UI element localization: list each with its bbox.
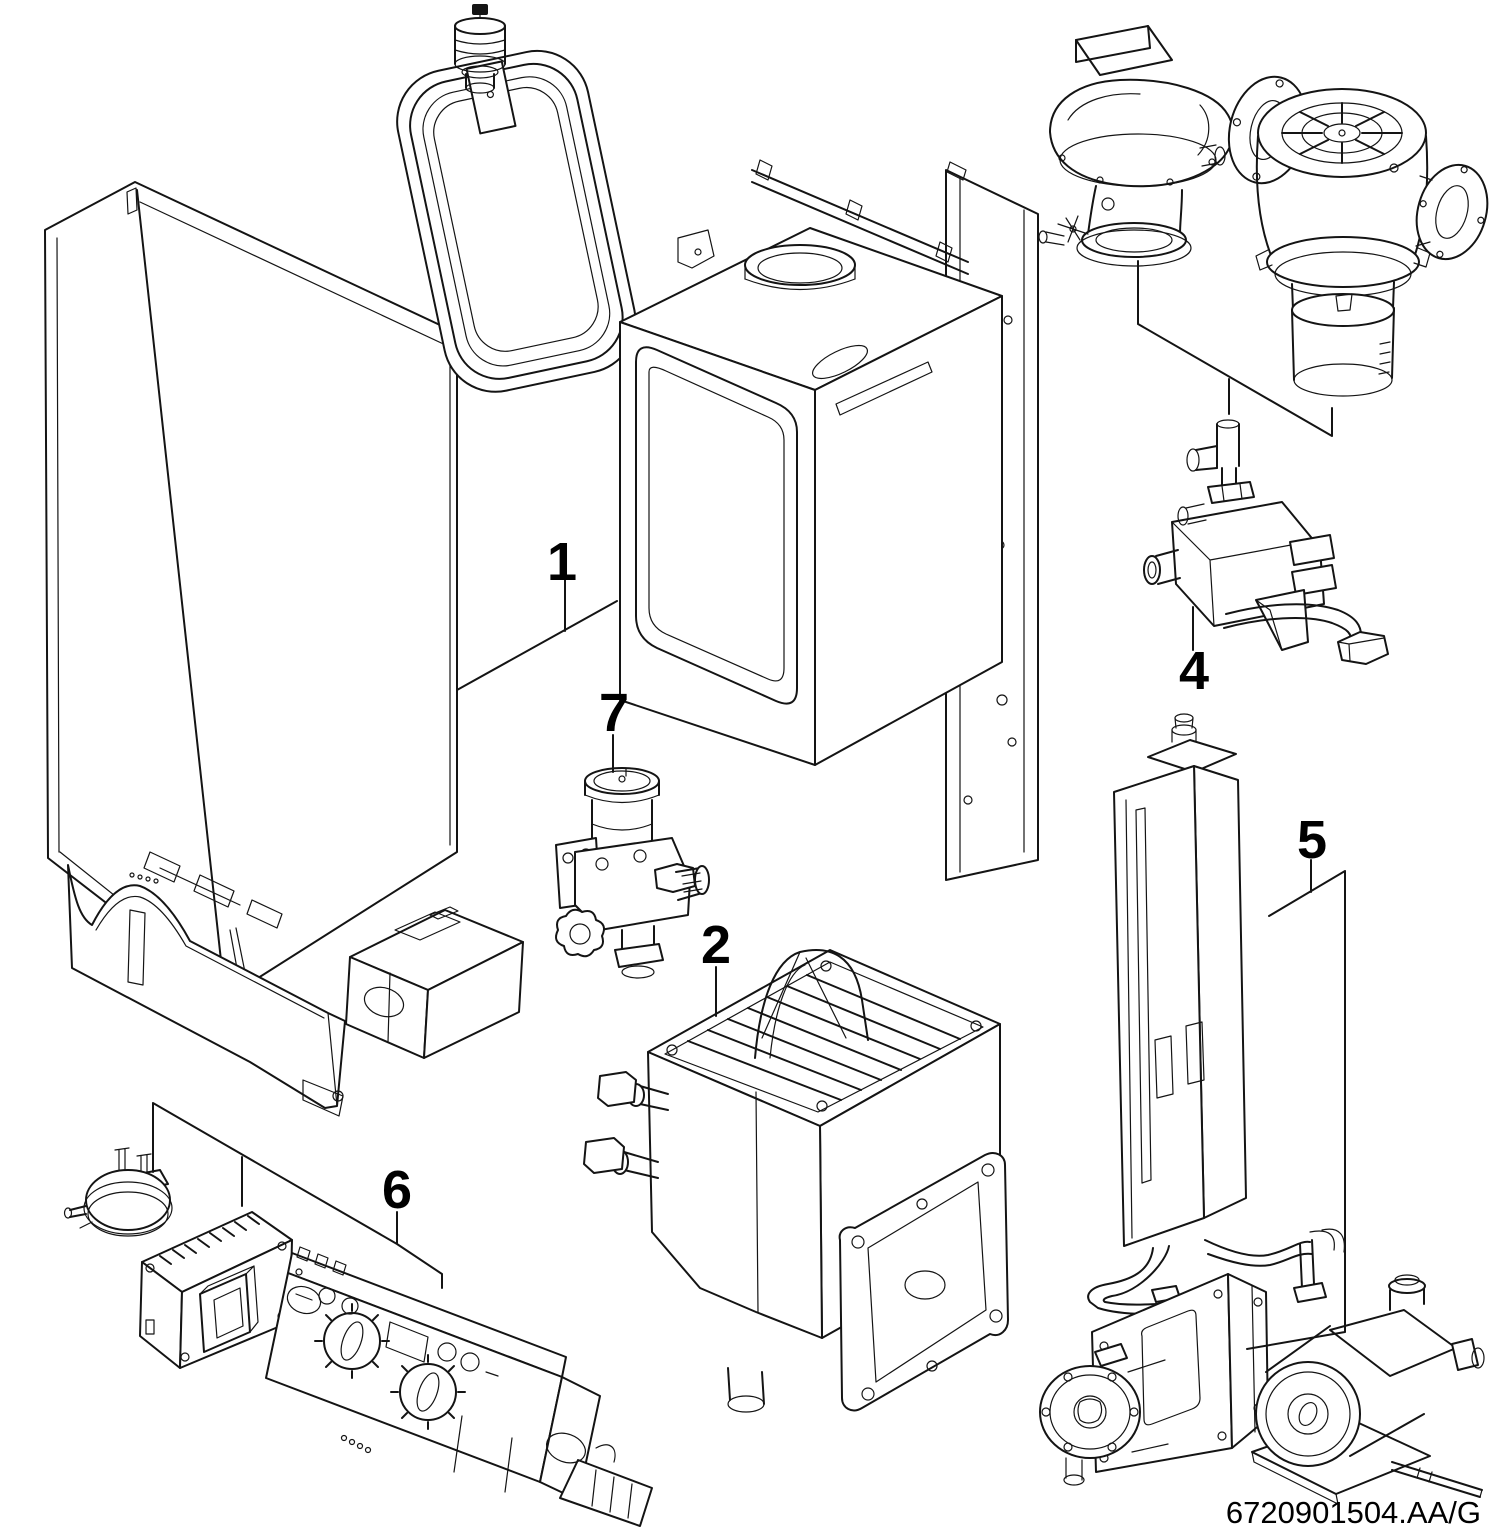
display-window [385,1321,429,1363]
gas-valve [1143,419,1389,665]
lifting-handle [754,948,869,1059]
blower-fan [1255,88,1489,397]
inner-casing-assembly [619,159,1039,881]
pipe-union-nut [1337,631,1389,665]
air-pressure-switch [63,1147,173,1237]
blower-mount-flange [1415,163,1489,261]
handwheel [555,908,605,958]
panel-foot-bracket [559,1459,653,1527]
part-label-4: 4 [1179,641,1209,701]
document-reference: 6720901504.AA/G [1226,1495,1481,1530]
air-vent-valve [454,4,506,94]
hot-water-knob [390,1354,466,1430]
part-label-7: 7 [599,683,629,743]
impeller-mark [1038,215,1089,246]
left-pipe-stubs [583,1071,669,1179]
heat-exchanger-block [583,948,1009,1413]
tall-heat-exchanger [1087,713,1345,1316]
outer-casing [44,181,458,998]
burner-gasket-plate [838,1152,1009,1412]
pump-cable-wand [1391,1461,1483,1498]
bottom-panel-long [67,864,346,1117]
control-unit [139,1211,293,1369]
chassis-underside-brackets [143,851,283,1003]
combustion-chamber-box [619,227,1003,766]
part-label-2: 2 [701,915,731,975]
grille-spokes [1281,102,1403,164]
leader-lines [152,260,1346,1350]
vent-slots [159,1215,260,1265]
bottom-panel-small [345,906,524,1059]
heating-knob [314,1303,390,1379]
water-valve [555,767,710,979]
power-switch [286,1285,322,1315]
circulation-pump [1251,1274,1485,1505]
vessel-hanger-bracket [677,229,715,269]
left-pump-head [1039,1343,1169,1486]
part-label-1: 1 [547,532,577,592]
top-plate-ribs [687,974,961,1101]
part-label-6: 6 [382,1160,412,1220]
expansion-vessel [396,49,715,393]
part-label-5: 5 [1297,810,1327,870]
top-mounting-rails [751,159,969,275]
part-labels: 1 7 2 4 5 6 [382,532,1327,1220]
control-panel [265,1246,653,1527]
flue-collar [744,244,856,291]
